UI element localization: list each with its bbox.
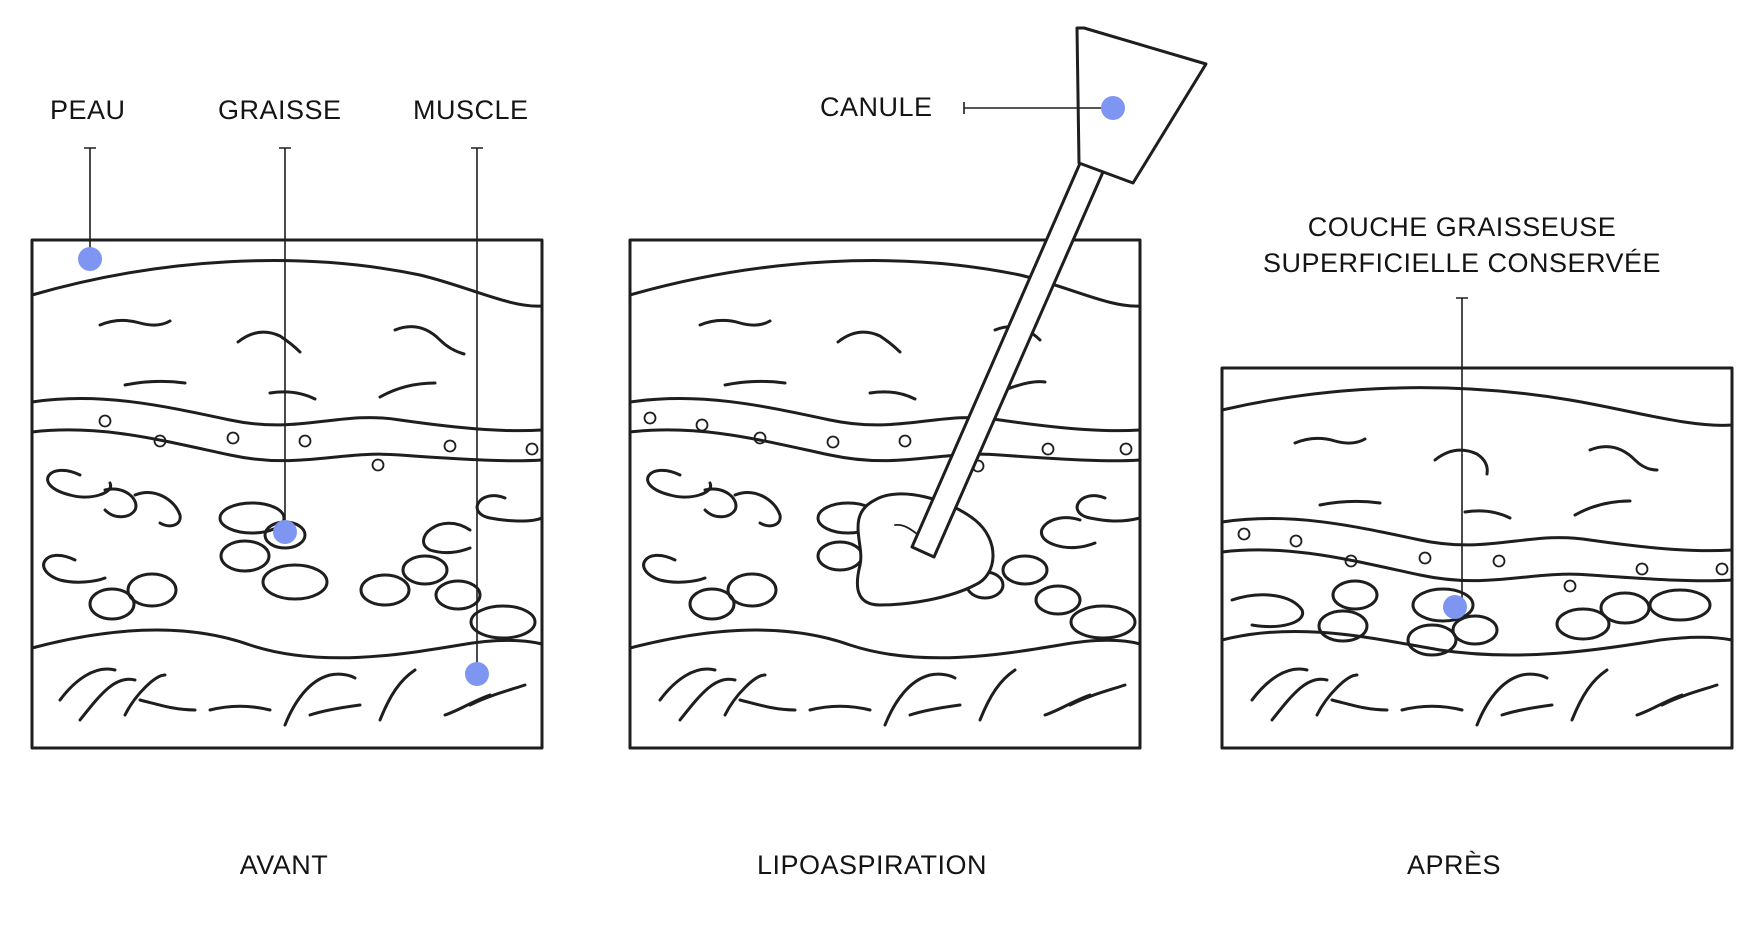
preserved-leader <box>1456 297 1468 609</box>
caption-after: APRÈS <box>1407 850 1501 880</box>
cannula-marker <box>1101 96 1125 120</box>
label-skin: PEAU <box>50 95 126 125</box>
skin-leader <box>84 147 96 262</box>
preserved-marker <box>1443 595 1467 619</box>
dermis-strokes <box>98 318 466 401</box>
panel-after-frame <box>1220 366 1734 750</box>
fat-leader <box>279 147 291 532</box>
leader-lines <box>84 102 1468 674</box>
label-preserved-line1: COUCHE GRAISSEUSE <box>1308 212 1617 242</box>
panel-procedure <box>628 26 1208 750</box>
caption-before: AVANT <box>240 850 329 880</box>
caption-procedure: LIPOASPIRATION <box>757 850 987 880</box>
label-muscle: MUSCLE <box>413 95 529 125</box>
fat-marker <box>273 520 297 544</box>
cannula <box>910 26 1208 559</box>
panel-procedure-frame <box>628 238 1142 750</box>
fascia-band <box>30 397 544 472</box>
markers <box>78 96 1467 686</box>
panel-before-frame <box>30 238 544 750</box>
panel-after <box>1220 366 1734 750</box>
fat-cells <box>42 468 544 640</box>
skin-marker <box>78 247 102 271</box>
label-cannula: CANULE <box>820 92 933 122</box>
muscle-boundary <box>30 628 544 660</box>
panel-before <box>30 238 544 750</box>
muscle-leader <box>471 147 483 674</box>
cannula-leader <box>963 102 1112 114</box>
muscle-fibers <box>58 667 527 727</box>
label-fat: GRAISSE <box>218 95 342 125</box>
label-preserved-line2: SUPERFICIELLE CONSERVÉE <box>1263 248 1661 278</box>
muscle-marker <box>465 662 489 686</box>
skin-line <box>30 259 544 308</box>
